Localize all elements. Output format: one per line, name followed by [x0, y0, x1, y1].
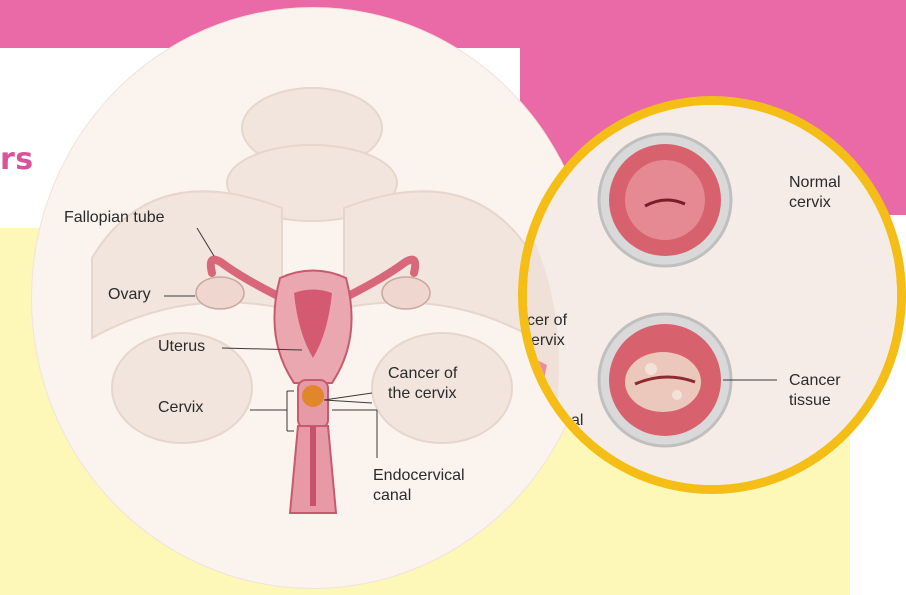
label-cancer-tissue-line2: tissue — [789, 391, 831, 410]
label-endocervical-canal-line2: canal — [373, 486, 411, 505]
label-fallopian-tube: Fallopian tube — [64, 208, 165, 227]
label-normal-cervix-line1: Normal — [789, 173, 841, 192]
label-cancer-of-cervix-line2: the cervix — [388, 384, 456, 403]
heading-fragment: rs — [0, 142, 34, 177]
label-ovary: Ovary — [108, 285, 151, 304]
label-normal-cervix-line2: cervix — [789, 193, 831, 212]
label-cervix: Cervix — [158, 398, 203, 417]
label-uterus: Uterus — [158, 337, 205, 356]
cervix-detail-circle: Normal cervix Cancer tissue cer of ervix… — [518, 96, 906, 494]
label-behind-fragment-2: ervix — [531, 331, 565, 350]
label-behind-fragment-1: cer of — [527, 311, 567, 330]
label-behind-fragment-3: cal — [563, 411, 583, 430]
label-endocervical-canal-line1: Endocervical — [373, 466, 465, 485]
anatomy-illustration-circle: Fallopian tube Ovary Uterus Cervix Cance… — [32, 8, 594, 588]
label-cancer-of-cervix-line1: Cancer of — [388, 364, 457, 383]
label-cancer-tissue-line1: Cancer — [789, 371, 841, 390]
